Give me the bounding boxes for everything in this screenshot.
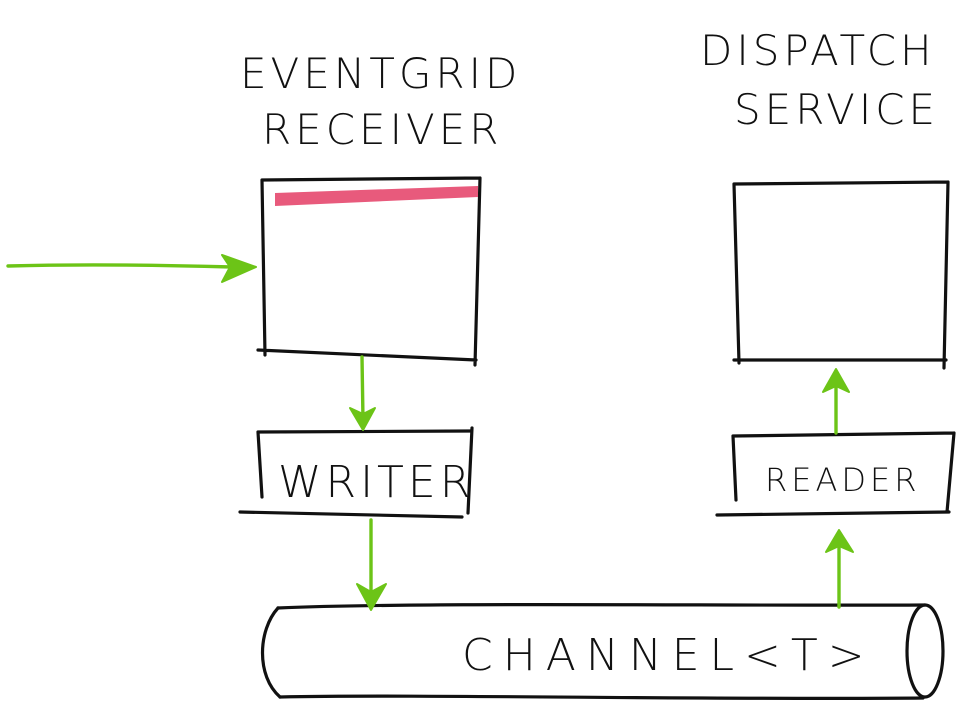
- dispatch-service-title-line2: SERVICE: [734, 85, 939, 134]
- eventgrid-receiver-box: [256, 176, 482, 367]
- channel-label: CHANNEL<T>: [462, 630, 875, 681]
- writer-to-channel-arrow: [356, 518, 387, 611]
- dispatch-service-title-line1: DISPATCH: [700, 26, 936, 75]
- writer-box: WRITER: [238, 426, 474, 519]
- incoming-event-arrow: [6, 254, 257, 283]
- eventgrid-receiver-title: EVENTGRID RECEIVER: [240, 49, 521, 154]
- receiver-to-writer-arrow: [349, 355, 376, 431]
- dispatch-service-title: DISPATCH SERVICE: [700, 26, 939, 134]
- reader-box: READER: [715, 431, 956, 517]
- writer-label: WRITER: [278, 457, 474, 508]
- channel-pipe: CHANNEL<T>: [261, 603, 945, 701]
- dispatch-service-box: [732, 180, 950, 370]
- receiver-highlight-bar: [275, 186, 478, 206]
- reader-label: READER: [765, 461, 920, 499]
- channel-to-reader-arrow: [825, 529, 854, 609]
- eventgrid-receiver-title-line2: RECEIVER: [262, 105, 502, 154]
- eventgrid-receiver-title-line1: EVENTGRID: [240, 49, 521, 98]
- reader-to-dispatch-arrow: [822, 368, 850, 435]
